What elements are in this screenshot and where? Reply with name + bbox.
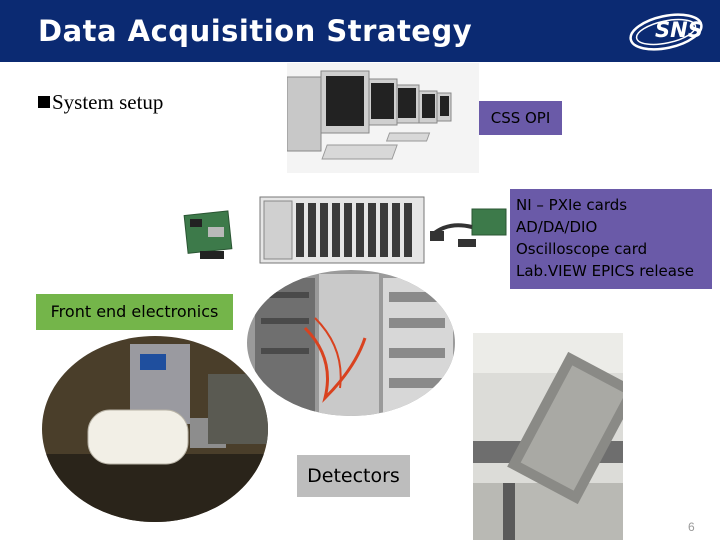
computers-photo (287, 63, 479, 173)
detectors-label: Detectors (297, 455, 410, 497)
ni-line: NI – PXIe cards (516, 196, 628, 214)
ni-line: Lab.VIEW EPICS release (516, 262, 695, 280)
slide-title: Data Acquisition Strategy (38, 14, 473, 48)
css-opi-label: CSS OPI (479, 101, 562, 135)
electronics-rack-photo (247, 270, 455, 416)
ni-card-photo-left (180, 207, 238, 265)
detector-photo (42, 336, 268, 522)
front-end-electronics-label: Front end electronics (36, 294, 233, 330)
sns-logo-icon (629, 13, 703, 51)
ni-pxie-label: NI – PXIe cards AD/DA/DIO Oscilloscope c… (510, 189, 712, 289)
bullet-item: System setup (38, 90, 163, 115)
logo-text: SNS (655, 18, 703, 42)
square-bullet-icon (38, 96, 50, 108)
title-bar (0, 0, 720, 62)
bullet-text: System setup (52, 90, 164, 114)
pxie-chassis-photo (256, 193, 426, 267)
ni-card-photo-right (428, 205, 510, 251)
ni-line: AD/DA/DIO (516, 218, 598, 236)
page-number: 6 (688, 520, 695, 534)
instrument-photo (473, 333, 623, 540)
ni-line: Oscilloscope card (516, 240, 648, 258)
